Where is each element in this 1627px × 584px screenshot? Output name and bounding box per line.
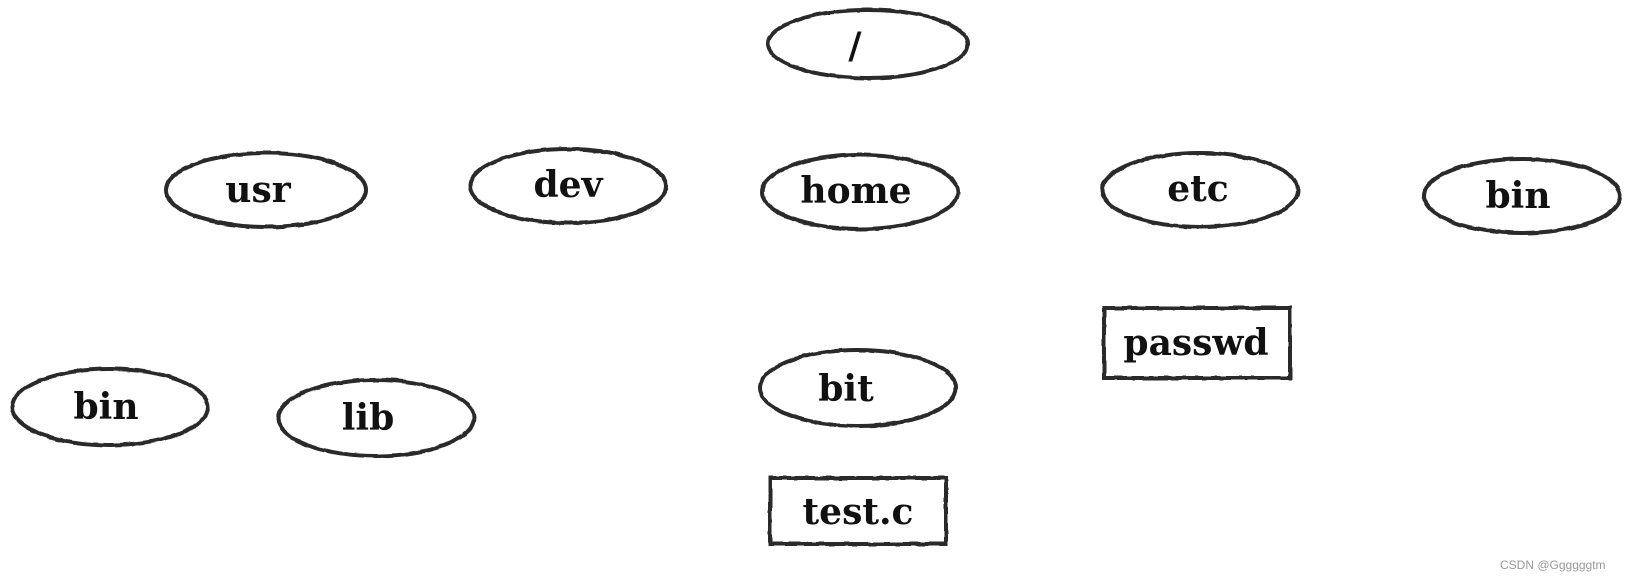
tree-node-passwd: passwd bbox=[1102, 306, 1292, 380]
tree-node-usr: usr bbox=[164, 151, 368, 229]
node-shape-ellipse bbox=[164, 151, 368, 229]
node-label-usr-bin: bin bbox=[73, 386, 138, 428]
tree-node-bin-root: bin bbox=[1422, 157, 1622, 235]
node-label-test-c: test.c bbox=[803, 491, 914, 533]
node-label-bit: bit bbox=[818, 368, 874, 410]
tree-node-usr-lib: lib bbox=[276, 378, 476, 458]
node-label-root: / bbox=[848, 25, 862, 67]
node-label-usr-lib: lib bbox=[342, 397, 395, 439]
tree-connectors bbox=[133, 78, 1527, 480]
node-label-usr: usr bbox=[225, 169, 291, 211]
node-shape-ellipse bbox=[766, 8, 970, 80]
tree-node-root: / bbox=[766, 8, 970, 80]
node-label-etc: etc bbox=[1167, 168, 1228, 210]
node-label-bin-root: bin bbox=[1485, 175, 1550, 217]
tree-node-usr-bin: bin bbox=[10, 367, 210, 447]
watermark-text: CSDN @Ggggggtm bbox=[1500, 558, 1606, 572]
tree-node-etc: etc bbox=[1100, 151, 1300, 229]
node-label-passwd: passwd bbox=[1123, 322, 1268, 364]
tree-node-bit: bit bbox=[758, 348, 958, 428]
node-shape-ellipse bbox=[276, 378, 476, 458]
node-shape-ellipse bbox=[468, 147, 668, 225]
node-shape-rect bbox=[1102, 306, 1292, 380]
node-shape-rect bbox=[768, 476, 948, 546]
node-shape-ellipse bbox=[1100, 151, 1300, 229]
node-shape-ellipse bbox=[1422, 157, 1622, 235]
node-label-home: home bbox=[800, 170, 911, 212]
node-shape-ellipse bbox=[758, 348, 958, 428]
node-label-dev: dev bbox=[534, 164, 604, 206]
node-shape-ellipse bbox=[10, 367, 210, 447]
tree-node-dev: dev bbox=[468, 147, 668, 225]
node-shape-ellipse bbox=[760, 153, 960, 231]
tree-node-test-c: test.c bbox=[768, 476, 948, 546]
tree-node-home: home bbox=[760, 153, 960, 231]
